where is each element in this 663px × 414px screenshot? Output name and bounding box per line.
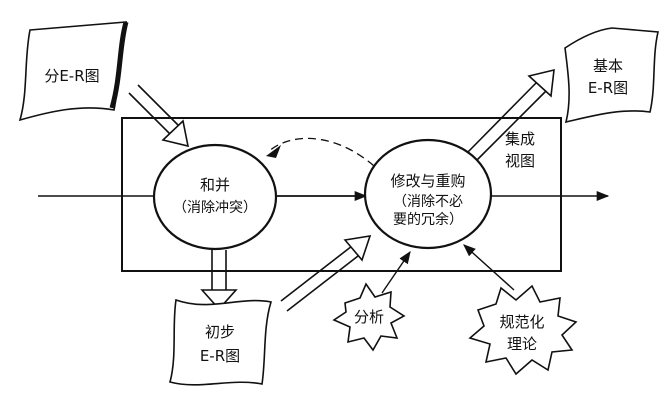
sub-er-document-curl: [109, 21, 129, 109]
merge-to-initial-er-arrow: [200, 250, 238, 311]
integrated-view-label-1: 集成: [505, 130, 535, 148]
initial-er-label-2: E-R图: [200, 347, 240, 365]
refine-label-3: 要的冗余）: [393, 211, 463, 228]
initial-er-to-refine-arrow: [280, 235, 372, 312]
normalization-label-2: 理论: [507, 335, 537, 353]
refine-label-2: （消除不必: [393, 194, 463, 210]
sub-er-label: 分E-R图: [44, 67, 99, 85]
refine-label-1: 修改与重购: [390, 172, 465, 190]
initial-er-label-1: 初步: [205, 323, 235, 341]
normalization-to-refine-arrow: [463, 244, 515, 291]
basic-er-document: [564, 27, 659, 124]
sub-er-to-merge-arrow: [128, 84, 190, 148]
refine-node: [363, 138, 493, 250]
basic-er-label-2: E-R图: [588, 79, 628, 97]
initial-er-document: [169, 298, 273, 386]
refine-to-basic-er-arrow: [466, 68, 555, 161]
integration-box: [121, 117, 562, 272]
analysis-star: [332, 282, 406, 352]
analysis-to-refine-arrow: [381, 250, 411, 294]
merge-label-2: （消除冲突）: [173, 200, 257, 216]
feedback-dashed-arc: [267, 137, 375, 167]
analysis-label: 分析: [354, 308, 384, 326]
basic-er-label-1: 基本: [593, 57, 623, 75]
integrated-view-label-2: 视图: [505, 152, 535, 170]
merge-node: [152, 143, 278, 251]
normalization-star: [468, 284, 578, 376]
feedback-arrowhead: [266, 145, 281, 158]
normalization-label-1: 规范化: [499, 313, 544, 331]
merge-label-1: 和并: [200, 176, 230, 194]
